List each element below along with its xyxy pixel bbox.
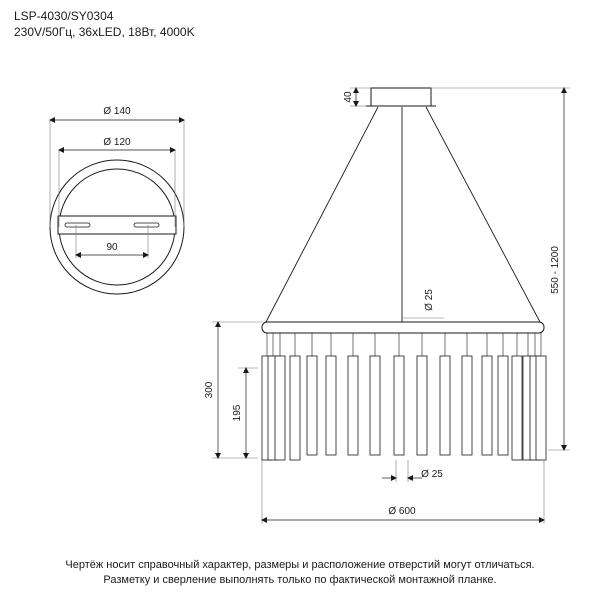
canopy-height-label: 40 [343, 91, 354, 103]
outer-diameter-label: Ø 140 [103, 106, 131, 117]
mount-spacing-label: 90 [106, 242, 118, 253]
cable-diameter-label: Ø 25 [424, 289, 435, 311]
mount-slot-left [64, 222, 91, 228]
led-rod [439, 355, 451, 456]
led-rod [274, 355, 286, 461]
top-ring [261, 321, 545, 334]
led-rod [393, 355, 405, 456]
model-title: LSP-4030/SY0304 [14, 9, 114, 23]
led-rod [481, 355, 493, 456]
total-height-label: 300 [204, 381, 215, 398]
mounting-bracket [57, 215, 177, 235]
rod-diameter-label: Ø 25 [421, 469, 443, 480]
mount-slot-right [133, 222, 160, 228]
side-view: 40 550 - 1200 Ø 25 300 195 Ø 25 Ø 600 [204, 87, 570, 524]
top-view: Ø 140 Ø 120 90 [49, 106, 185, 295]
disclaimer-line-1: Чертёж носит справочный характер, размер… [65, 559, 535, 571]
suspension-length-label: 550 - 1200 [550, 246, 561, 294]
led-rod [306, 355, 318, 456]
led-rod [461, 355, 473, 456]
led-rod [497, 355, 509, 456]
led-rod [535, 355, 547, 461]
inner-diameter-label: Ø 120 [103, 137, 131, 148]
led-rod [325, 355, 337, 456]
led-rod [369, 355, 381, 456]
suspension-cable-left [265, 106, 379, 323]
led-rod [289, 355, 301, 461]
led-rod [416, 355, 428, 456]
ceiling-canopy [370, 87, 432, 107]
disclaimer-line-2: Разметку и сверление выполнять только по… [103, 574, 497, 586]
led-rod [347, 355, 359, 456]
width-label: Ø 600 [388, 506, 416, 517]
suspension-cable-right [425, 106, 541, 323]
rod-height-label: 195 [232, 404, 243, 421]
led-rods [261, 333, 547, 461]
electrical-specs: 230V/50Гц, 36xLED, 18Вт, 4000K [14, 25, 195, 39]
led-rod [511, 355, 523, 461]
